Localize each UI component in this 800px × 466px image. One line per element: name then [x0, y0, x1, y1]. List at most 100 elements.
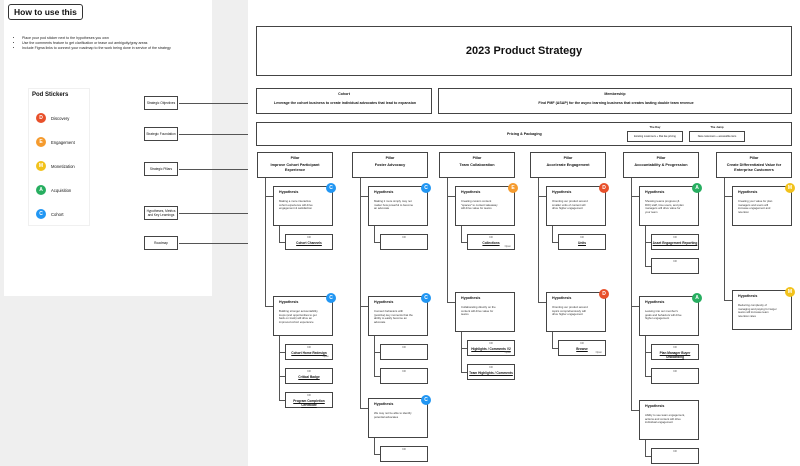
- sticker-icon: D: [599, 183, 609, 193]
- kpi-card[interactable]: KR: [380, 446, 428, 462]
- kpi-card[interactable]: KR: [380, 344, 428, 360]
- kpi-card[interactable]: KR: [380, 234, 428, 250]
- kpi-name[interactable]: Highlights / Comments V2: [471, 347, 511, 351]
- pillar-label: Pillar: [656, 156, 666, 160]
- kpi-name[interactable]: Browse: [576, 347, 588, 351]
- sticker-icon: E: [508, 183, 518, 193]
- hypothesis-connector: [265, 306, 273, 307]
- kpi-type: KR: [673, 260, 677, 263]
- hypothesis-title: Hypothesis: [738, 294, 758, 298]
- pillar-name: Team Collaboration: [459, 163, 495, 167]
- kpi-card[interactable]: KR: [380, 368, 428, 384]
- hypothesis-text: Connect behaviors with (positive) key mo…: [374, 309, 413, 324]
- pillar-label: Pillar: [472, 156, 482, 160]
- kpi-connector: [279, 226, 280, 242]
- hypothesis-title: Hypothesis: [279, 300, 299, 304]
- legend-label: Monetization: [51, 164, 75, 169]
- hypothesis-text: Orienting our product around topics comp…: [552, 305, 588, 316]
- side-label-box: Roadmap: [144, 236, 178, 250]
- legend-panel: [28, 88, 90, 226]
- kpi-type: KR: [580, 342, 584, 345]
- kpi-type: KR: [673, 370, 677, 373]
- kpi-name[interactable]: Units: [578, 241, 586, 245]
- hypothesis-text: Leaving into our member's goals and beha…: [645, 309, 682, 320]
- pillar-name: Accountability & Progression: [634, 163, 688, 167]
- hypothesis-text: Orienting our product around smaller uni…: [552, 199, 588, 210]
- objective-cohort-text: Leverage the cohort business to create i…: [273, 101, 417, 105]
- kpi-card[interactable]: KR: [651, 368, 699, 384]
- kpi-connector: [374, 438, 375, 454]
- kpi-connector: [279, 336, 280, 400]
- pillar-connector: [631, 178, 632, 410]
- kpi-connector: [279, 242, 285, 243]
- kpi-connector: [279, 400, 285, 401]
- sticker-acquisition-icon: A: [36, 185, 46, 195]
- kpi-connector: [645, 352, 651, 353]
- kpi-name[interactable]: Plan Manager Buyer Onboarding: [659, 351, 691, 359]
- kpi-card[interactable]: KR: [651, 448, 699, 464]
- foundation-jump-text: New customers + accessible tiers: [689, 131, 745, 142]
- pillar-connector: [538, 178, 539, 302]
- hypothesis-text: Building stronger accountability loops (…: [279, 309, 318, 324]
- objective-membership-text: Find PMF (ASAP) for the async learning b…: [538, 101, 694, 105]
- pillar-name: Create Differentiated Value for Enterpri…: [726, 163, 782, 172]
- legend-label: Discovery: [51, 116, 70, 121]
- kpi-connector: [645, 266, 651, 267]
- kpi-name[interactable]: Critical Badge: [298, 375, 320, 379]
- side-label-box: Strategic Pillars: [144, 162, 178, 176]
- hypothesis-title: Hypothesis: [279, 190, 299, 194]
- kpi-type: KR: [307, 346, 311, 349]
- kpi-name[interactable]: Cohort Home Redesign: [291, 351, 327, 355]
- howto-bullet: Place your pod sticker next to the hypot…: [22, 36, 204, 41]
- pillar-label: Pillar: [290, 156, 300, 160]
- side-label-arrow: [179, 167, 258, 171]
- kpi-name[interactable]: Cohort Channels: [296, 241, 322, 245]
- kpi-name[interactable]: Collections: [482, 241, 500, 245]
- hypothesis-text: Creating custom content "spaces" to cont…: [461, 199, 498, 210]
- kpi-connector: [461, 242, 467, 243]
- hypothesis-connector: [360, 408, 368, 409]
- kpi-connector: [374, 454, 380, 455]
- howto-bullet: Use the comments feature to get clarific…: [22, 41, 204, 46]
- hypothesis-title: Hypothesis: [374, 300, 394, 304]
- hypothesis-title: Hypothesis: [461, 296, 481, 300]
- kpi-connector: [374, 226, 375, 242]
- kpi-name[interactable]: Asset Engagement Reporting: [652, 241, 698, 245]
- foundation-jump-title: The Jump: [710, 125, 724, 129]
- hypothesis-connector: [360, 196, 368, 197]
- hypothesis-connector: [724, 300, 732, 301]
- kpi-connector: [552, 348, 558, 349]
- howto-title: How to use this: [8, 4, 83, 20]
- kpi-connector: [279, 376, 285, 377]
- kpi-name[interactable]: Team Highlights / Comments: [469, 371, 513, 375]
- foundation-today: The Day Existing customers + Flat fee pr…: [627, 125, 683, 144]
- kpi-type: KR: [673, 346, 677, 349]
- kpi-status: Open: [322, 355, 329, 358]
- kpi-card[interactable]: KR: [651, 258, 699, 274]
- side-label-arrow: [179, 132, 258, 136]
- kpi-card[interactable]: KR Plan Manager Buyer Onboarding: [651, 344, 699, 360]
- sticker-icon: D: [599, 289, 609, 299]
- sticker-monetization-icon: M: [36, 161, 46, 171]
- kpi-name[interactable]: Program Completion Certificate: [293, 399, 325, 407]
